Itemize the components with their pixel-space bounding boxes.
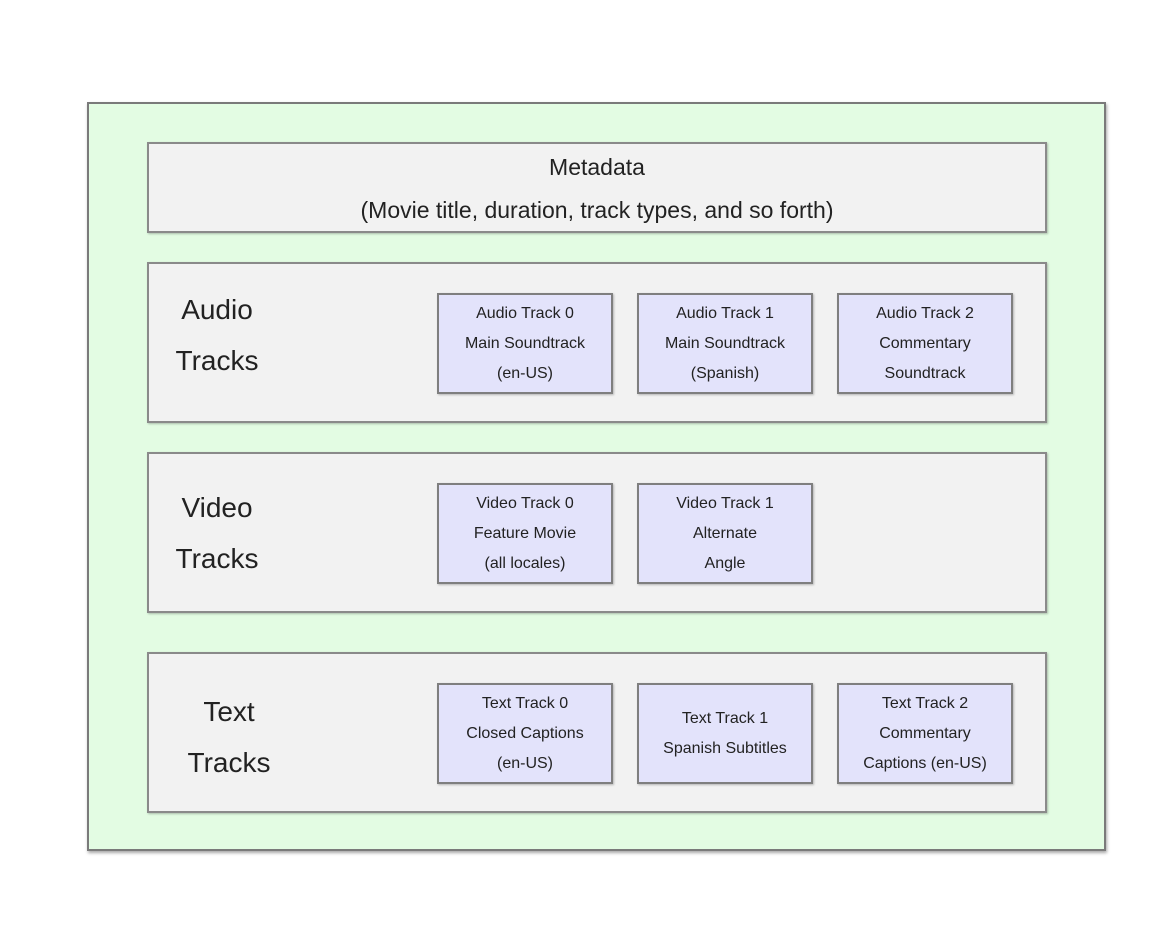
track-title: Text Track 2 — [881, 694, 969, 712]
text-label-line2: Tracks — [187, 747, 271, 778]
track-description: Main Soundtrack — [464, 334, 586, 352]
text-tracks-label: Text Tracks — [149, 686, 309, 788]
track-description: Spanish Subtitles — [663, 739, 787, 757]
metadata-panel: Metadata (Movie title, duration, track t… — [147, 142, 1047, 233]
track-locale: (Spanish) — [690, 364, 760, 382]
track-description: Main Soundtrack — [664, 334, 786, 352]
track-title: Text Track 1 — [681, 709, 769, 727]
video-track-1: Video Track 1 Alternate Angle — [637, 483, 813, 584]
track-description: Commentary — [879, 724, 971, 742]
track-title: Text Track 0 — [481, 694, 569, 712]
track-description: Closed Captions — [466, 724, 584, 742]
track-description-2: Angle — [704, 554, 746, 572]
audio-tracks-panel: Audio Tracks Audio Track 0 Main Soundtra… — [147, 262, 1047, 423]
track-description: Alternate — [692, 524, 758, 542]
track-title: Audio Track 2 — [876, 304, 974, 322]
track-description: Commentary — [879, 334, 971, 352]
track-locale: (en-US) — [496, 754, 553, 772]
audio-label-line2: Tracks — [175, 345, 259, 376]
track-title: Video Track 1 — [676, 494, 774, 512]
text-label-line1: Text — [203, 696, 255, 727]
audio-tracks-label: Audio Tracks — [137, 284, 297, 386]
audio-track-2: Audio Track 2 Commentary Soundtrack — [837, 293, 1013, 394]
video-tracks-label: Video Tracks — [137, 482, 297, 584]
metadata-description: (Movie title, duration, track types, and… — [360, 197, 834, 223]
track-title: Video Track 0 — [476, 494, 574, 512]
audio-track-1: Audio Track 1 Main Soundtrack (Spanish) — [637, 293, 813, 394]
track-locale: (en-US) — [496, 364, 553, 382]
track-title: Audio Track 1 — [676, 304, 774, 322]
track-locale: Captions (en-US) — [863, 754, 987, 772]
audio-track-0: Audio Track 0 Main Soundtrack (en-US) — [437, 293, 613, 394]
metadata-title: Metadata — [549, 154, 645, 180]
track-title: Audio Track 0 — [476, 304, 574, 322]
audio-label-line1: Audio — [181, 294, 253, 325]
text-tracks-panel: Text Tracks Text Track 0 Closed Captions… — [147, 652, 1047, 813]
text-track-2: Text Track 2 Commentary Captions (en-US) — [837, 683, 1013, 784]
video-label-line2: Tracks — [175, 543, 259, 574]
video-track-0: Video Track 0 Feature Movie (all locales… — [437, 483, 613, 584]
video-label-line1: Video — [181, 492, 253, 523]
track-description: Feature Movie — [473, 524, 577, 542]
track-locale: (all locales) — [484, 554, 566, 572]
track-description-2: Soundtrack — [884, 364, 966, 382]
text-track-0: Text Track 0 Closed Captions (en-US) — [437, 683, 613, 784]
text-track-1: Text Track 1 Spanish Subtitles — [637, 683, 813, 784]
video-tracks-panel: Video Tracks Video Track 0 Feature Movie… — [147, 452, 1047, 613]
